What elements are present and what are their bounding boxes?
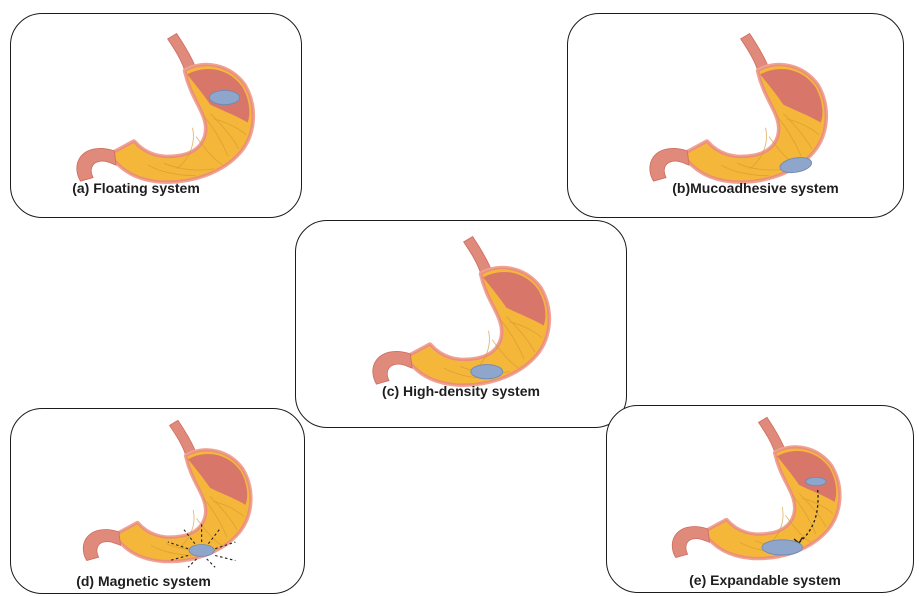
stomach-illustration bbox=[622, 30, 854, 190]
panel-magnetic-system: (d) Magnetic system bbox=[10, 408, 305, 594]
stomach-illustration bbox=[643, 414, 869, 566]
dosage-form-expanded bbox=[762, 540, 803, 555]
panel-caption: (a) Floating system bbox=[10, 180, 301, 196]
panel-caption: (d) Magnetic system bbox=[10, 573, 304, 589]
stomach-illustration bbox=[57, 417, 277, 569]
panel-expandable-system: (e) Expandable system bbox=[606, 405, 914, 593]
dosage-form bbox=[189, 545, 214, 557]
panel-mucoadhesive-system: (b)Mucoadhesive system bbox=[567, 13, 904, 218]
dosage-form bbox=[471, 365, 503, 379]
panel-caption: (b)Mucoadhesive system bbox=[608, 180, 903, 196]
dosage-form bbox=[209, 90, 239, 104]
panel-caption: (e) Expandable system bbox=[617, 572, 913, 588]
panel-caption: (c) High-density system bbox=[296, 383, 626, 399]
stomach-illustration bbox=[348, 233, 574, 393]
panel-floating-system: (a) Floating system bbox=[10, 13, 302, 218]
dosage-form-small bbox=[806, 477, 826, 485]
stomach-illustration bbox=[55, 30, 275, 190]
panel-high-density-system: (c) High-density system bbox=[295, 220, 627, 428]
